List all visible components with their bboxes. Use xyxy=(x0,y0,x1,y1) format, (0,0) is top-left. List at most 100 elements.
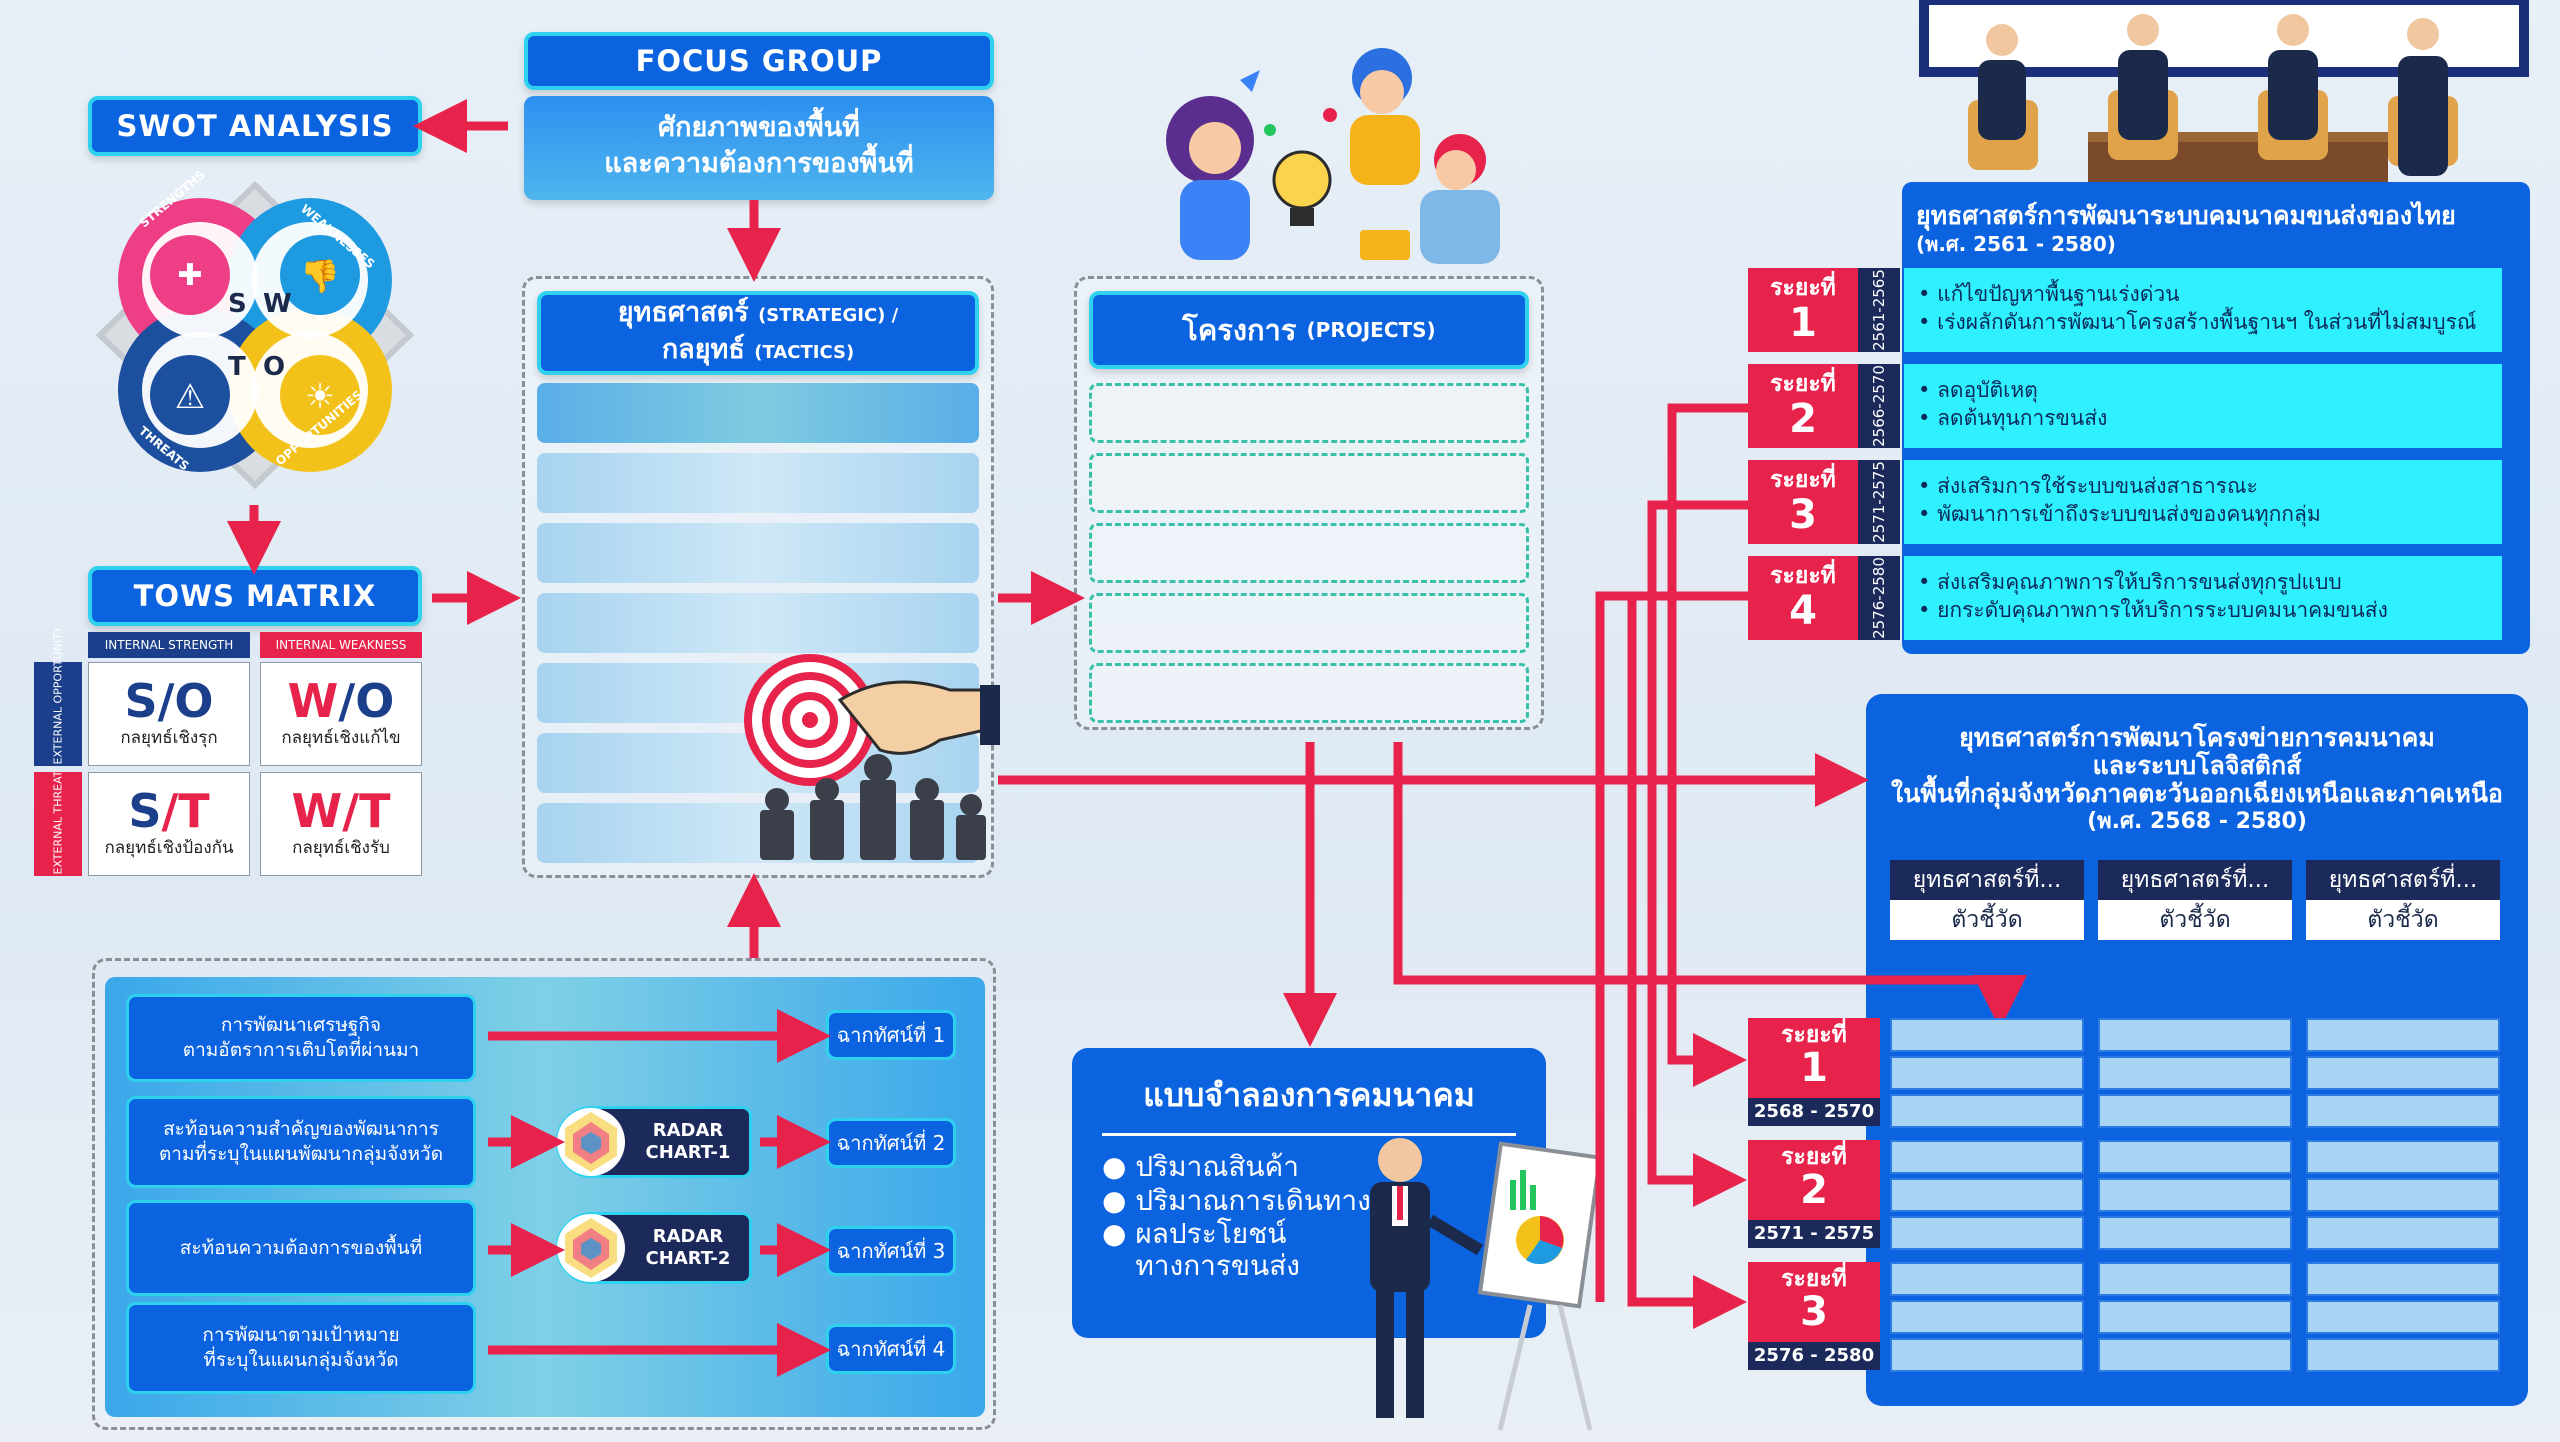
regional-grid-cell xyxy=(2098,1216,2292,1250)
svg-text:👎: 👎 xyxy=(300,257,340,295)
regional-grid-cell xyxy=(2098,1300,2292,1334)
tows-row-threat-text: EXTERNAL THREAT xyxy=(51,770,65,874)
strategy-title-en1: (STRATEGIC) / xyxy=(758,305,899,326)
regional-grid-cell xyxy=(2306,1216,2500,1250)
transport-model-title: แบบจำลองการคมนาคม xyxy=(1102,1070,1516,1136)
regional-grid-cell xyxy=(1890,1056,2084,1090)
national-phase-1-items: • แก้ไขปัญหาพื้นฐานเร่งด่วน • เร่งผลักดั… xyxy=(1904,268,2502,352)
regional-grid-cell xyxy=(2306,1094,2500,1128)
national-phase-4-item-2: • ยกระดับคุณภาพการให้บริการระบบคมนาคมขนส… xyxy=(1918,598,2388,622)
transport-model-panel: แบบจำลองการคมนาคม ● ปริมาณสินค้า ● ปริมา… xyxy=(1072,1048,1546,1338)
swot-letter-o: O xyxy=(263,352,285,382)
national-phase-1-tag: ระยะที่1 xyxy=(1748,268,1858,352)
transport-model-item-1: ● ปริมาณสินค้า xyxy=(1102,1150,1299,1183)
focus-group-box: ศักยภาพของพื้นที่ และความต้องการของพื้นท… xyxy=(524,96,994,200)
regional-plan-title1: ยุทธศาสตร์การพัฒนาโครงข่ายการคมนาคม xyxy=(1959,723,2435,752)
scenario-cause-3: สะท้อนความต้องการของพื้นที่ xyxy=(126,1200,476,1296)
threat-icon xyxy=(150,355,230,435)
radar-chart-1-label: RADAR CHART-1 xyxy=(645,1120,731,1163)
national-phase-4-items: • ส่งเสริมคุณภาพการให้บริการขนส่งทุกรูปแ… xyxy=(1904,556,2502,640)
radar-chart-1-badge: RADAR CHART-1 xyxy=(556,1106,752,1178)
national-phase-2-years: 2566-2570 xyxy=(1858,364,1900,448)
tows-cell-st: S/T กลยุทธ์เชิงป้องกัน xyxy=(88,772,250,876)
transport-model-item-3: ● ผลประโยชน์ ทางการขนส่ง xyxy=(1102,1217,1300,1282)
regional-grid-cell xyxy=(1890,1216,2084,1250)
regional-phase-3-years: 2576 - 2580 xyxy=(1748,1342,1880,1370)
regional-grid-cell xyxy=(2306,1300,2500,1334)
panel-meeting-illustration xyxy=(1919,0,2529,186)
regional-grid-cell xyxy=(2098,1056,2292,1090)
wo-b: /O xyxy=(338,673,395,728)
regional-col-1: ยุทธศาสตร์ที่... ตัวชี้วัด xyxy=(1890,860,2084,944)
national-phase-3-item-1: • ส่งเสริมการใช้ระบบขนส่งสาธารณะ xyxy=(1918,474,2258,498)
presenter-illustration xyxy=(1370,1138,1600,1431)
radar-chart-icon xyxy=(557,1214,625,1282)
wt-label: กลยุทธ์เชิงรับ xyxy=(292,837,390,858)
strategy-title-main: ยุทธศาสตร์ xyxy=(617,297,749,328)
swot-letter-t: T xyxy=(228,352,246,382)
tows-row-opportunity: EXTERNAL OPPORTUNITY xyxy=(34,625,82,766)
scenario-cause-2: สะท้อนความสำคัญของพัฒนาการ ตามที่ระบุในแ… xyxy=(126,1096,476,1188)
projects-container: โครงการ (PROJECTS) xyxy=(1074,276,1544,730)
regional-grid-cell xyxy=(1890,1338,2084,1372)
regional-grid-cell xyxy=(2306,1262,2500,1296)
regional-grid-cell xyxy=(2098,1338,2292,1372)
projects-title-main: โครงการ xyxy=(1182,313,1297,347)
regional-phase-2-tag: ระยะที่2 xyxy=(1748,1140,1880,1220)
so-a: S xyxy=(124,673,158,728)
national-phase-3-years: 2571-2575 xyxy=(1858,460,1900,544)
project-slot-2 xyxy=(1089,453,1529,513)
regional-phase-2-years: 2571 - 2575 xyxy=(1748,1220,1880,1248)
swot-letter-s: S xyxy=(228,289,247,319)
wt-a: W xyxy=(291,783,343,838)
scenario-cause-1: การพัฒนาเศรษฐกิจ ตามอัตราการเติบโตที่ผ่า… xyxy=(126,994,476,1082)
wo-label: กลยุทธ์เชิงแก้ไข xyxy=(281,727,401,748)
scenario-result-3: ฉากทัศน์ที่ 3 xyxy=(826,1226,956,1276)
swot-letter-w: W xyxy=(263,289,292,319)
st-a: S xyxy=(128,783,162,838)
svg-text:☀: ☀ xyxy=(305,377,335,417)
wt-b: /T xyxy=(342,783,391,838)
regional-grid-cell xyxy=(2098,1094,2292,1128)
regional-plan-title3: ในพื้นที่กลุ่มจังหวัดภาคตะวันออกเฉียงเหน… xyxy=(1891,779,2503,808)
regional-grid-cell xyxy=(1890,1262,2084,1296)
regional-grid-cell xyxy=(2306,1056,2500,1090)
national-plan-subtitle: (พ.ศ. 2561 - 2580) xyxy=(1916,232,2116,256)
focus-group-title: FOCUS GROUP xyxy=(524,32,994,90)
national-phase-2-tag: ระยะที่2 xyxy=(1748,364,1858,448)
national-phase-1-years: 2561-2565 xyxy=(1858,268,1900,352)
scenario-result-1: ฉากทัศน์ที่ 1 xyxy=(826,1010,956,1060)
chess-pieces-icon xyxy=(760,754,986,860)
strategy-title: ยุทธศาสตร์ (STRATEGIC) / กลยุทธ์ (TACTIC… xyxy=(537,291,979,375)
radar-chart-icon xyxy=(557,1108,625,1176)
people-brainstorm-illustration xyxy=(1166,48,1500,264)
scenario-cause-4: การพัฒนาตามเป้าหมาย ที่ระบุในแผนกลุ่มจัง… xyxy=(126,1302,476,1394)
projects-title-en: (PROJECTS) xyxy=(1306,318,1436,342)
tows-title: TOWS MATRIX xyxy=(88,566,422,626)
strategy-title-en2: (TACTICS) xyxy=(754,342,855,363)
svg-text:⚠: ⚠ xyxy=(175,377,205,417)
national-phase-3-tag: ระยะที่3 xyxy=(1748,460,1858,544)
regional-grid-cell xyxy=(2306,1140,2500,1174)
regional-plan-title4: (พ.ศ. 2568 - 2580) xyxy=(2087,809,2307,834)
swot-title: SWOT ANALYSIS xyxy=(88,96,422,156)
project-slot-3 xyxy=(1089,523,1529,583)
swot-diagram: ✚ 👎 ⚠ ☀ S W T O STRENGTHS WEAKNESSES THR… xyxy=(95,170,415,490)
national-phase-4-tag: ระยะที่4 xyxy=(1748,556,1858,640)
tows-row-threat: EXTERNAL THREAT xyxy=(34,770,82,876)
regional-grid-cell xyxy=(2098,1140,2292,1174)
tows-row-opportunity-text: EXTERNAL OPPORTUNITY xyxy=(51,625,65,764)
national-phase-2-item-2: • ลดต้นทุนการขนส่ง xyxy=(1918,406,2108,430)
national-phase-2-items: • ลดอุบัติเหตุ • ลดต้นทุนการขนส่ง xyxy=(1904,364,2502,448)
project-slot-4 xyxy=(1089,593,1529,653)
regional-grid-cell xyxy=(2306,1178,2500,1212)
tows-col-strength: INTERNAL STRENGTH xyxy=(88,632,250,658)
strategy-container: ยุทธศาสตร์ (STRATEGIC) / กลยุทธ์ (TACTIC… xyxy=(522,276,994,878)
regional-phase-1-years: 2568 - 2570 xyxy=(1748,1098,1880,1126)
so-b: /O xyxy=(157,673,214,728)
transport-model-item-2: ● ปริมาณการเดินทาง xyxy=(1102,1184,1371,1217)
focus-group-line2: และความต้องการของพื้นที่ xyxy=(604,148,914,179)
regional-col-2: ยุทธศาสตร์ที่... ตัวชี้วัด xyxy=(2098,860,2292,944)
opportunity-icon xyxy=(280,355,360,435)
st-label: กลยุทธ์เชิงป้องกัน xyxy=(104,837,234,858)
